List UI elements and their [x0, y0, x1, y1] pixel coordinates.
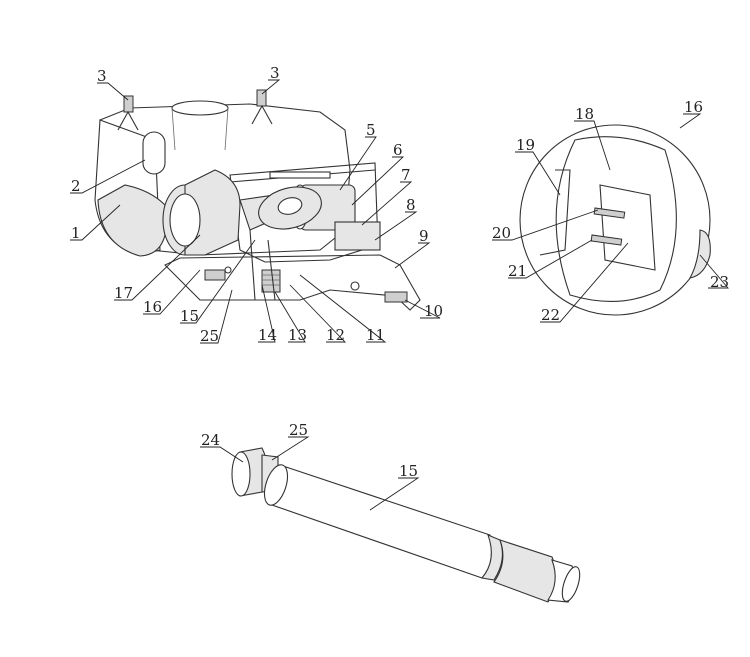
main-labels: 3 3 5 6 7 8 9 10 2 1 17 16 15 25 14 13 1…	[71, 64, 443, 345]
label-5: 5	[366, 121, 376, 139]
top-opening	[171, 100, 229, 116]
clamp	[384, 291, 408, 303]
label-22: 22	[541, 306, 560, 324]
label-7: 7	[401, 166, 411, 184]
disc-figure	[519, 124, 711, 316]
label-18: 18	[575, 105, 594, 123]
label-20: 20	[492, 224, 511, 242]
shaft-body-15	[271, 464, 494, 579]
label-8: 8	[406, 196, 416, 214]
label-19: 19	[516, 136, 535, 154]
slot-21	[590, 234, 623, 246]
label-16: 16	[143, 298, 162, 316]
label-15: 15	[180, 307, 199, 325]
label-23: 23	[710, 273, 729, 291]
base-plate	[164, 254, 421, 311]
frame-bracket	[229, 162, 379, 263]
label-6: 6	[393, 141, 403, 159]
label-25: 25	[200, 327, 219, 345]
label-3-left: 3	[97, 67, 107, 85]
left-cylinder	[97, 184, 166, 257]
label-1: 1	[71, 224, 81, 242]
disc-leader-lines	[492, 113, 729, 323]
label-16-disc: 16	[684, 98, 703, 116]
main-leader-lines	[70, 79, 441, 344]
oval-slot	[142, 131, 166, 175]
label-2: 2	[71, 177, 81, 195]
post-left	[123, 95, 134, 113]
label-25-shaft: 25	[289, 421, 308, 439]
label-17: 17	[114, 284, 133, 302]
label-3-right: 3	[270, 64, 280, 82]
label-12: 12	[326, 326, 345, 344]
disc-inner-recess	[555, 136, 677, 302]
label-15-shaft: 15	[399, 462, 418, 480]
shaft-leader-lines	[200, 436, 420, 511]
label-24: 24	[201, 431, 220, 449]
notch-23	[688, 229, 711, 279]
label-21: 21	[508, 262, 527, 280]
main-assembly-figure	[94, 89, 421, 311]
bracket-slot	[269, 171, 331, 179]
block-22	[599, 184, 656, 271]
gearbox	[334, 221, 381, 251]
label-10: 10	[424, 302, 443, 320]
shaft-labels: 24 25 15	[201, 421, 418, 480]
shaft-figure	[231, 447, 581, 603]
disc-labels: 18 16 19 20 21 22 23	[492, 98, 729, 324]
label-13: 13	[288, 326, 307, 344]
shaft-end-cylinder	[493, 539, 557, 603]
label-9: 9	[419, 227, 429, 245]
label-14: 14	[258, 326, 277, 344]
spring	[261, 269, 281, 293]
label-11: 11	[366, 326, 385, 344]
